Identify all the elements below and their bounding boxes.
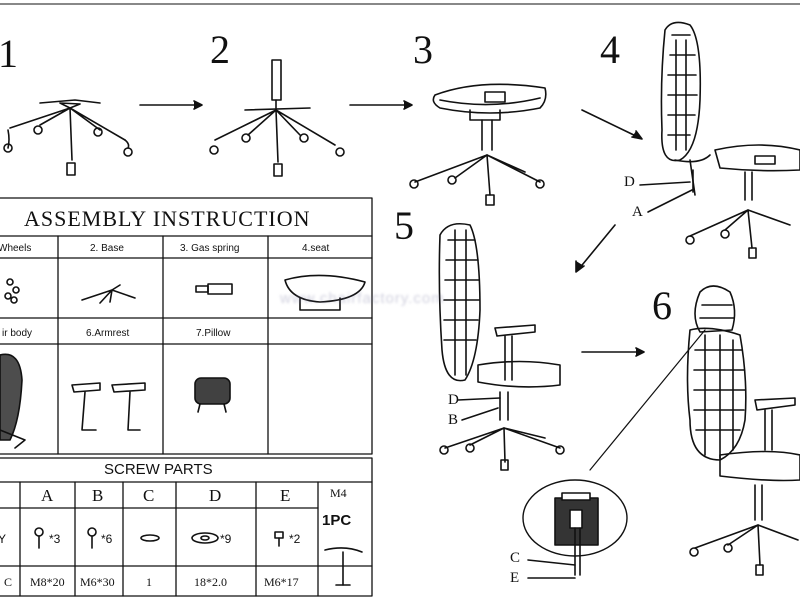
part-label-seat: 4.seat — [302, 243, 330, 254]
gas-spring-icon — [195, 283, 233, 295]
callout-step4-d: D — [624, 174, 635, 190]
part-label-armrest: 6.Armrest — [86, 328, 130, 339]
pillow-icon — [194, 377, 231, 413]
screw-header-m4: M4 — [330, 486, 347, 500]
screw-size-b: M6*30 — [80, 575, 115, 589]
assembly-instruction-title: ASSEMBLY INSTRUCTION — [24, 206, 311, 231]
part-label-wheels: Wheels — [0, 243, 32, 254]
screw-e-icon — [274, 531, 284, 547]
step5-armrest-attach — [438, 222, 565, 471]
callout-step5-b: B — [448, 412, 459, 428]
part-label-chair-body: ir body — [2, 328, 33, 339]
screw-size-left-partial: C — [4, 575, 13, 589]
part-label-gas-spring: 3. Gas spring — [180, 243, 240, 254]
callout-step6-e: E — [510, 570, 520, 586]
parts-table-grid — [0, 197, 373, 597]
screw-header-e: E — [280, 486, 291, 505]
callout-step5-d: D — [448, 392, 459, 408]
screw-size-e: M6*17 — [264, 575, 299, 589]
washer-d-icon — [191, 532, 219, 544]
screw-header-c: C — [143, 486, 155, 505]
step-number-1: 1 — [0, 31, 18, 76]
screw-b-icon — [87, 527, 97, 549]
screw-header-a: A — [41, 486, 54, 505]
step-number-2: 2 — [210, 27, 230, 72]
base-icon — [81, 284, 136, 304]
step4-backrest-attach — [639, 21, 800, 259]
step3-seat-on-base — [409, 83, 547, 206]
wheels-icon — [4, 278, 20, 304]
hex-key-icon — [324, 547, 363, 586]
washer-c-icon — [140, 534, 160, 542]
step-number-6: 6 — [652, 283, 672, 328]
step1-base-illustration — [3, 99, 133, 176]
screw-size-d: 18*2.0 — [194, 575, 227, 589]
step-number-4: 4 — [600, 27, 620, 72]
gas-spring — [271, 59, 282, 101]
screw-count-d: *9 — [220, 532, 232, 546]
step-number-5: 5 — [394, 203, 414, 248]
step-number-3: 3 — [413, 27, 433, 72]
armrest-icon — [71, 382, 146, 431]
screw-header-b: B — [92, 486, 104, 505]
chair-body-icon — [0, 353, 26, 449]
screw-count-e: *2 — [289, 532, 301, 546]
part-label-pillow: 7.Pillow — [196, 328, 231, 339]
seat-icon — [284, 274, 366, 311]
callout-step6-c: C — [510, 550, 521, 566]
screw-size-c: 1 — [146, 575, 152, 589]
callout-step4-a: A — [632, 204, 643, 220]
screw-size-a: M8*20 — [30, 575, 65, 589]
screw-row-left-partial: Y — [0, 532, 7, 546]
screw-parts-title: SCREW PARTS — [104, 461, 213, 478]
step2-base-with-gas-spring — [209, 59, 345, 177]
part-label-base: 2. Base — [90, 243, 124, 254]
step6-headrest-attach — [522, 285, 800, 579]
screw-count-b: *6 — [101, 532, 113, 546]
hex-key-count: 1PC — [322, 512, 352, 529]
screw-count-a: *3 — [49, 532, 61, 546]
watermark: www.chairfactory.com — [280, 290, 445, 307]
screw-a-icon — [34, 527, 44, 549]
screw-header-d: D — [209, 486, 222, 505]
